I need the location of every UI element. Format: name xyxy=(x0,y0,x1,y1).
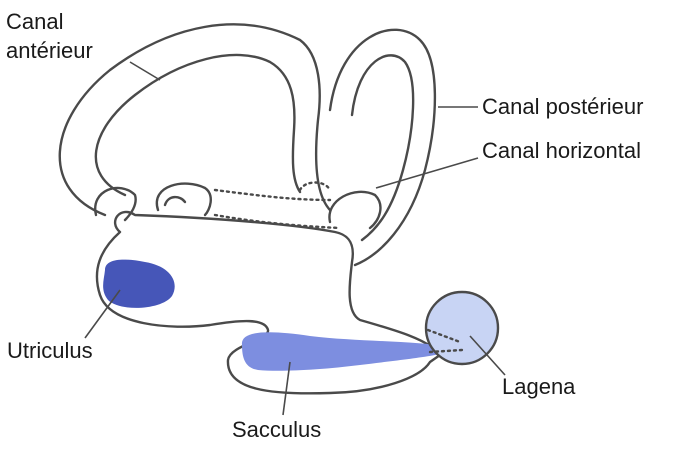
label-canal-horizontal: Canal horizontal xyxy=(482,138,641,164)
utriculus-patch xyxy=(103,260,175,308)
label-canal-anterieur-line1: Canal xyxy=(6,9,63,35)
canal-posterieur-outer xyxy=(330,30,435,265)
ampulla-small xyxy=(165,197,185,205)
canal-posterieur-inner xyxy=(352,55,413,240)
canal-anterieur-inner xyxy=(96,55,300,195)
leader-utriculus xyxy=(85,290,120,338)
label-lagena: Lagena xyxy=(502,374,575,400)
lagena-circle xyxy=(426,292,498,364)
canal-horizontal-dotted-c xyxy=(300,183,330,191)
label-canal-anterieur-line2: antérieur xyxy=(6,38,93,64)
label-canal-posterieur: Canal postérieur xyxy=(482,94,643,120)
leader-canal-anterieur xyxy=(130,62,160,80)
canal-horizontal-dotted-a xyxy=(215,190,330,200)
ampulla-right xyxy=(329,192,380,228)
ampulla-left xyxy=(95,188,135,220)
label-sacculus: Sacculus xyxy=(232,417,321,443)
canal-anterieur-outer xyxy=(60,24,330,215)
label-utriculus: Utriculus xyxy=(7,338,93,364)
